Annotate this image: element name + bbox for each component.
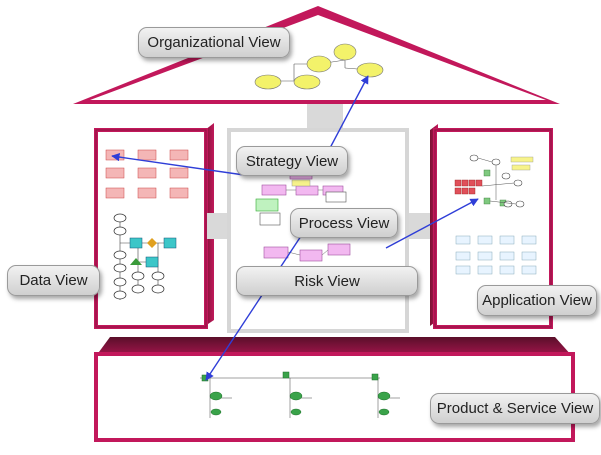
- arrow-process-to-application: [385, 198, 479, 249]
- data-view-tower: [94, 123, 214, 329]
- roof-connector: [307, 104, 343, 130]
- view-arrows: [111, 75, 479, 381]
- application-view-tower: [430, 124, 553, 329]
- arrow-strategy-to-organization: [329, 75, 369, 149]
- application-view-label: Application View: [477, 285, 597, 316]
- product-service-view-label: Product & Service View: [430, 393, 600, 424]
- data-view-label: Data View: [7, 265, 100, 296]
- arrow-risk-to-product: [205, 232, 304, 381]
- arrow-strategy-to-data: [111, 152, 245, 176]
- organizational-view-label: Organizational View: [138, 27, 290, 58]
- risk-view-label: Risk View: [236, 266, 418, 296]
- left-connector: [207, 213, 229, 239]
- process-view-label: Process View: [290, 208, 398, 238]
- roof: [73, 6, 560, 104]
- product-service-base: [94, 337, 575, 442]
- strategy-view-label: Strategy View: [236, 146, 348, 176]
